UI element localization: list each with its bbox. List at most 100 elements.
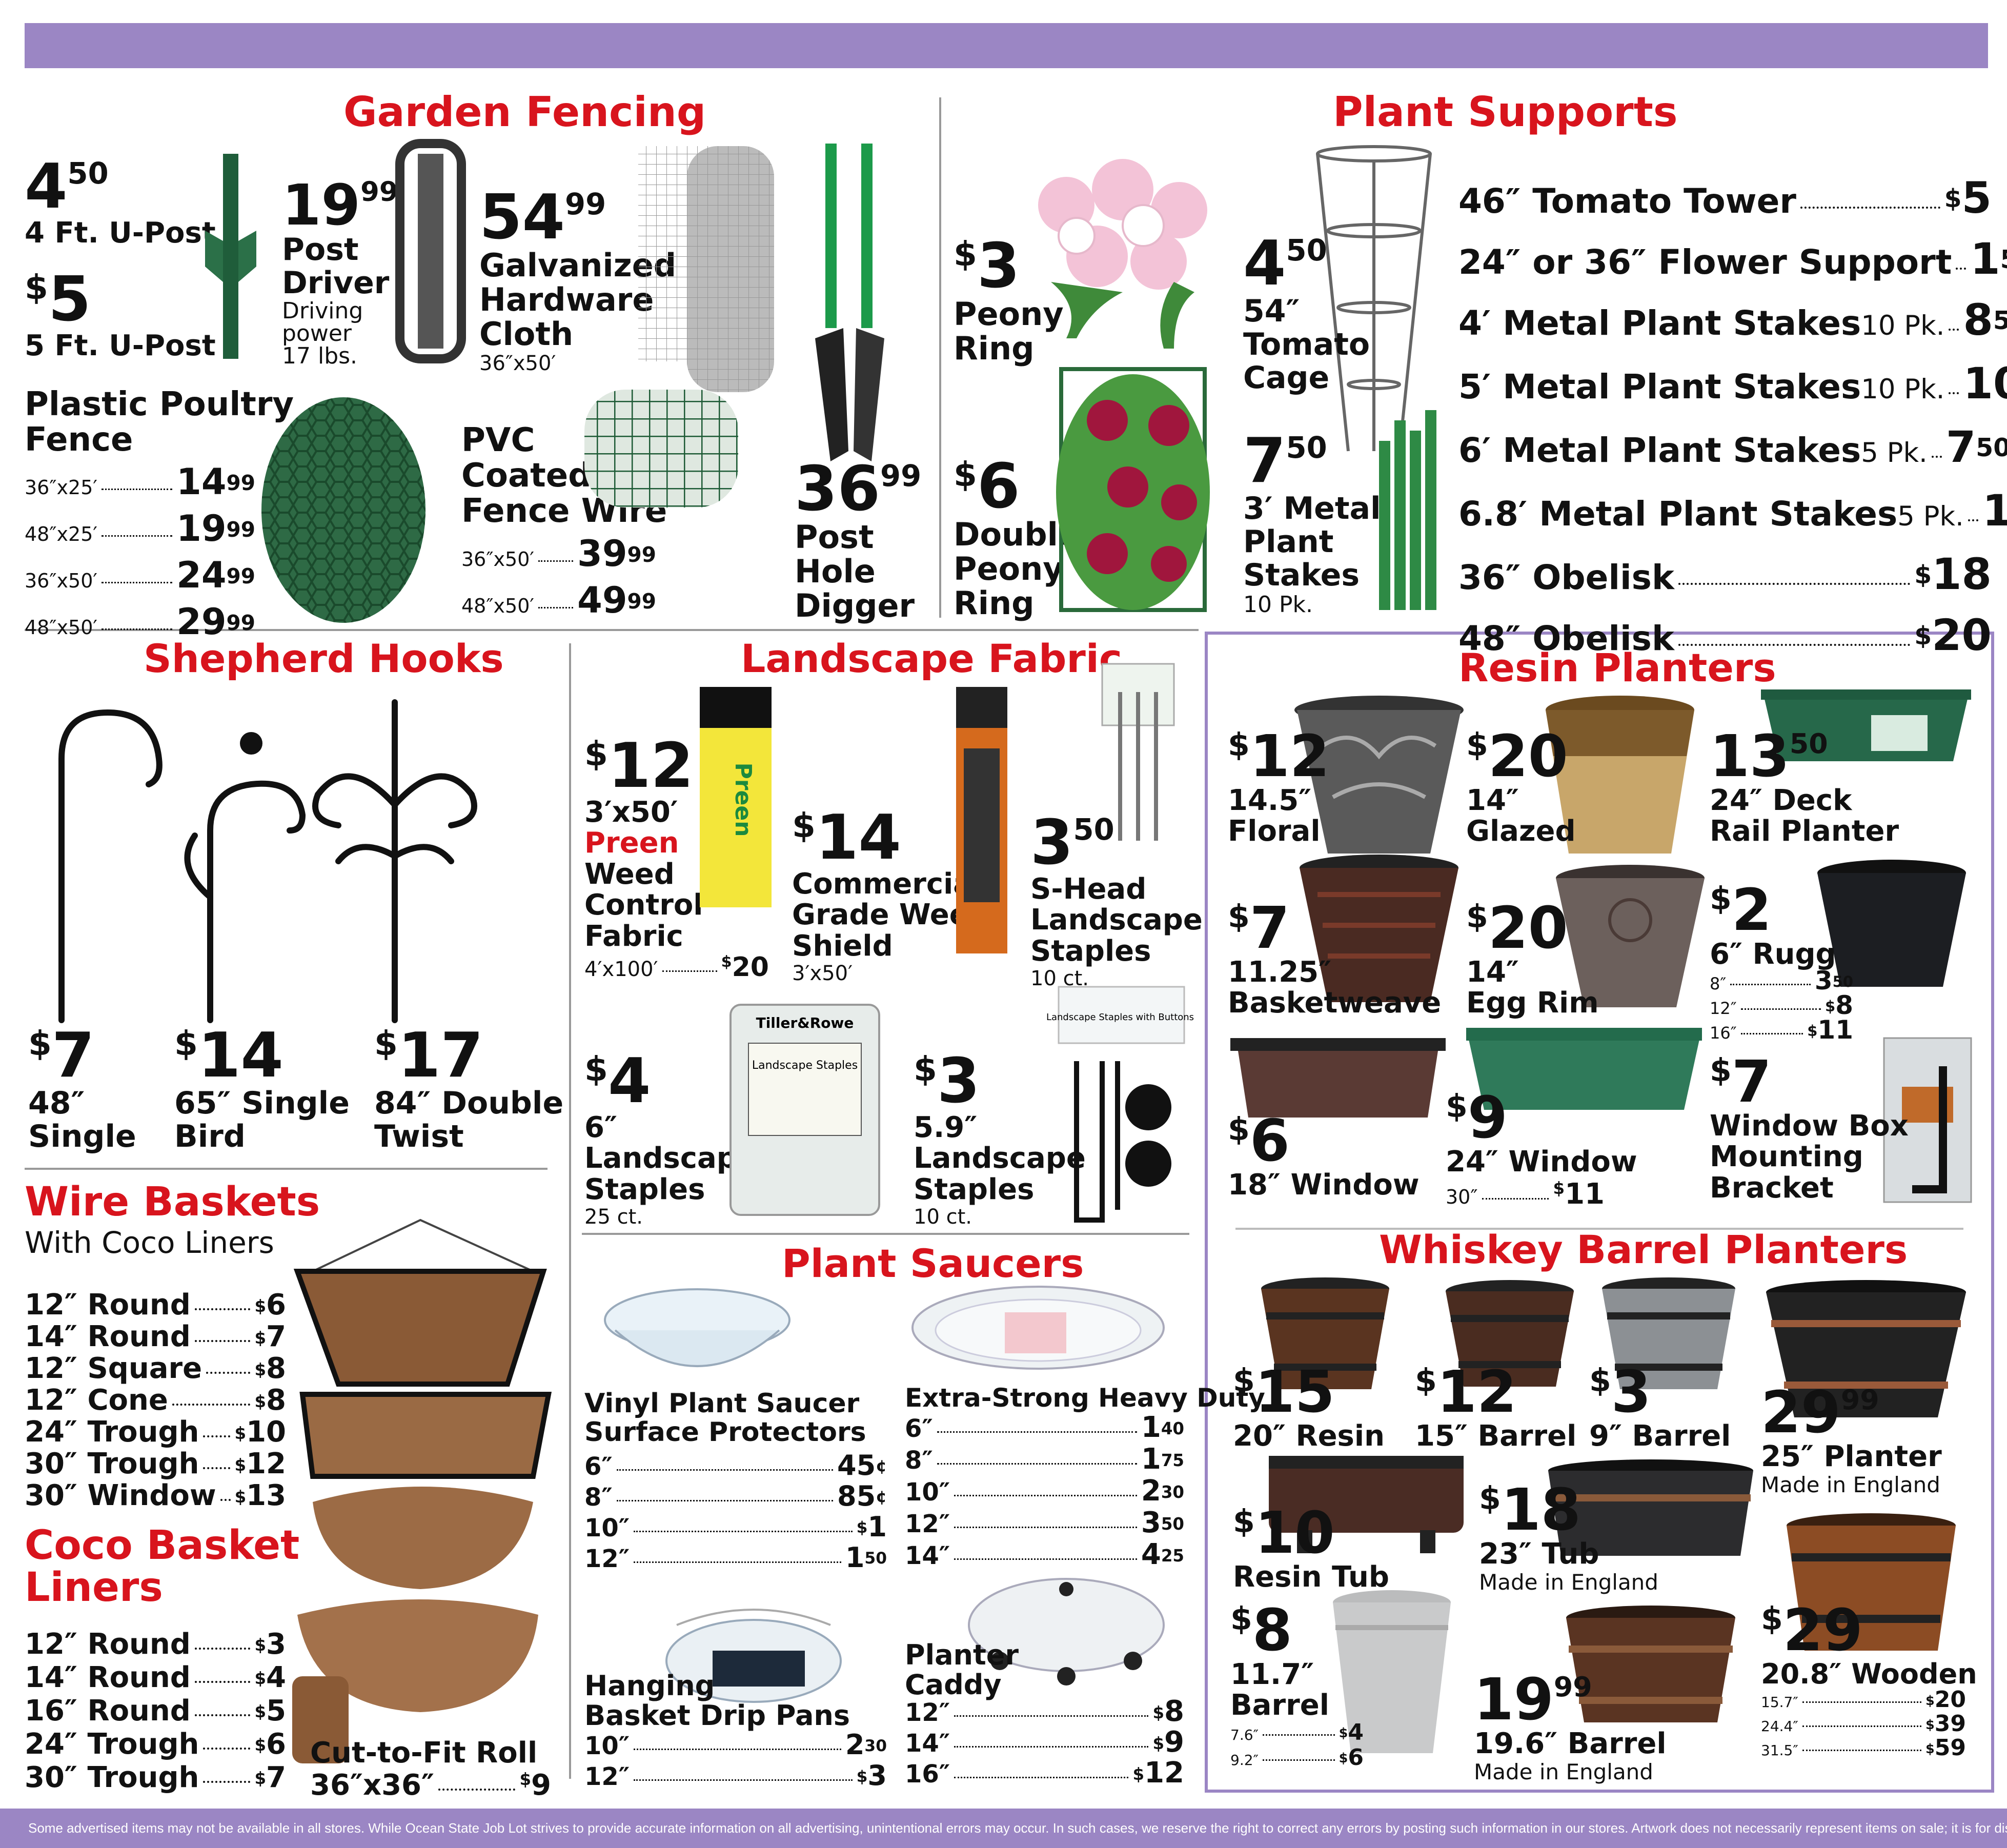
row-price: $20 <box>1914 610 1992 660</box>
row-price: $10 <box>234 1415 286 1449</box>
peony-ring-image <box>1038 159 1207 349</box>
cut-to-fit-roll: Cut-to-Fit Roll 36″x36″$9 <box>310 1736 551 1802</box>
row-price: $11 <box>1807 1015 1853 1045</box>
row-label: 6′ Metal Plant Stakes <box>1458 431 1861 470</box>
coco-liner-row: 16″ Round$5 <box>25 1694 286 1728</box>
row-label: 48″ Obelisk <box>1458 619 1674 658</box>
row-price: $6 <box>254 1288 286 1322</box>
row-price: 3999 <box>577 533 656 575</box>
row-price: $8 <box>1152 1695 1184 1728</box>
row-label: 9.2″ <box>1230 1751 1259 1769</box>
whiskey-barrel-title: Whiskey Barrel Planters <box>1379 1227 1908 1272</box>
preen-roll-image: Preen <box>700 687 772 907</box>
row-label: 15.7″ <box>1761 1694 1798 1711</box>
wire-basket-row: 14″ Round$7 <box>25 1321 286 1353</box>
resin-planters-title: Resin Planters <box>1458 645 1776 691</box>
wire-baskets-image <box>292 1219 552 1763</box>
row-label: 24″ or 36″ Flower Support <box>1458 242 1952 282</box>
double-peony-image <box>1056 367 1210 612</box>
divider-left <box>569 643 571 1779</box>
window-24-image <box>1466 1028 1702 1110</box>
row-label: 12″ Cone <box>25 1384 168 1417</box>
support-row: 46″ Tomato Tower$5 <box>1458 169 1992 230</box>
drip-row: 12″$3 <box>584 1761 887 1792</box>
support-row: 36″ Obelisk$18 <box>1458 545 1992 606</box>
support-row: 24″ or 36″ Flower Support150 <box>1458 230 2007 291</box>
row-label: 48″x25′ <box>25 523 98 545</box>
row-price: 175 <box>1141 1443 1184 1476</box>
barrel-15: $12 15″ Barrel <box>1415 1359 1577 1453</box>
row-price: 2999 <box>176 601 255 643</box>
support-row: 5′ Metal Plant Stakes 10 Pk.1050 <box>1458 355 2007 418</box>
divider-shepherd <box>25 1168 548 1170</box>
post-driver-image <box>395 139 466 363</box>
row-label: 30″ Window <box>25 1479 216 1512</box>
row-price: $18 <box>1914 549 1992 599</box>
wire-basket-row: 30″ Window $13 <box>25 1480 286 1512</box>
row-price: $3 <box>856 1759 887 1792</box>
row-label: 14″ Round <box>25 1661 191 1694</box>
deck-rail-planter-image <box>1761 689 1971 761</box>
staples-6-package-image: Tiller&Rowe Landscape Staples <box>729 1004 880 1216</box>
row-price: $9 <box>1152 1725 1184 1759</box>
row-label: 4′ Metal Plant Stakes <box>1458 303 1861 343</box>
row-price: $13 <box>234 1479 287 1512</box>
row-label: 24″ Trough <box>25 1728 199 1761</box>
heavy-row: 6″140 <box>905 1412 1184 1444</box>
wire-basket-row: 12″ Square$8 <box>25 1353 286 1385</box>
plant-saucers-title: Plant Saucers <box>782 1241 1084 1286</box>
row-note: 5 Pk. <box>1861 437 1928 469</box>
wire-baskets-subtitle: With Coco Liners <box>25 1225 274 1260</box>
row-label: 6″ <box>905 1414 933 1443</box>
wooden-row: 24.4″$39 <box>1761 1713 1966 1737</box>
barrel-11-7-image <box>1333 1590 1451 1753</box>
row-label: 12″ <box>905 1510 950 1538</box>
support-row: 6.8′ Metal Plant Stakes 5 Pk.1050 <box>1458 482 2007 545</box>
disclaimer: Some advertised items may not be availab… <box>0 1809 2007 1848</box>
egg-rim-planter-image <box>1556 865 1705 1007</box>
row-price: $1 <box>856 1511 887 1543</box>
row-label: 12″ <box>1710 999 1737 1019</box>
barrel-15-image <box>1446 1280 1574 1387</box>
row-label: 8″ <box>1710 974 1727 994</box>
weed-shield-image <box>956 687 1007 953</box>
row-label: 8″ <box>905 1446 933 1475</box>
divider-landscape <box>582 1233 1189 1235</box>
divider-mid <box>25 629 1199 631</box>
poultry-row: 36″x25′1499 <box>25 461 255 508</box>
row-label: 16″ <box>905 1760 950 1789</box>
row-price: 150 <box>845 1541 887 1574</box>
row-price: 45¢ <box>837 1449 887 1481</box>
row-price: $5 <box>1944 173 1992 223</box>
landscape-fabric-title: Landscape Fabric <box>741 636 1122 681</box>
row-label: 24.4″ <box>1761 1718 1798 1735</box>
support-row: 48″ Obelisk $20 <box>1458 606 1992 667</box>
row-label: 6″ <box>584 1452 613 1481</box>
row-label: 10″ <box>584 1732 630 1760</box>
planter-caddy-image <box>968 1578 1165 1685</box>
row-price: $8 <box>254 1352 286 1385</box>
tomato-cage-image <box>1316 145 1436 610</box>
floral-planter-image <box>1294 696 1464 854</box>
row-price: $5 <box>254 1694 286 1728</box>
barrel-11-7-row: 7.6″$4 <box>1230 1721 1364 1747</box>
pvc-row: 48″x50′4999 <box>461 580 656 626</box>
poultry-row: 48″x50′2999 <box>25 601 255 648</box>
